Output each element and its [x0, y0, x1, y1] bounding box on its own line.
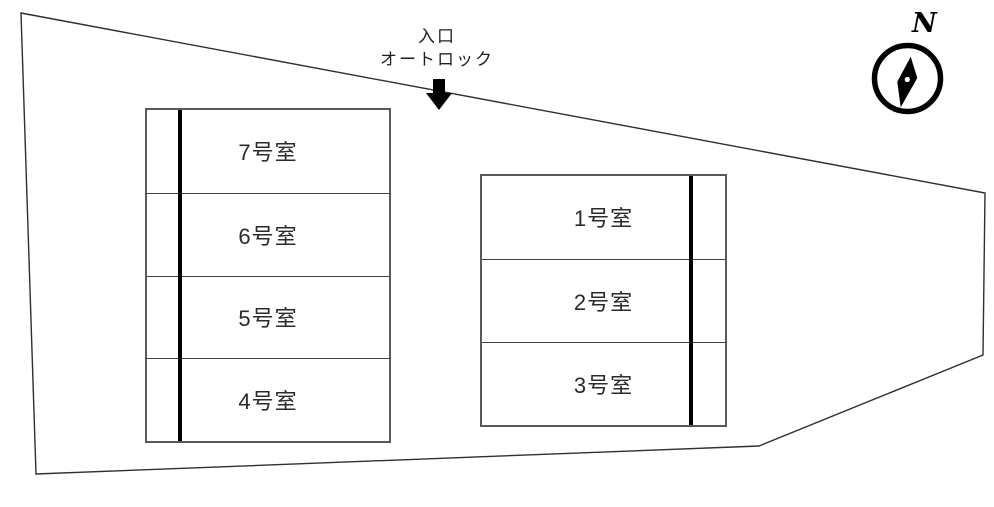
entrance-label: 入口 オートロック — [327, 25, 547, 71]
compass-icon — [871, 42, 944, 115]
room-label-7: 7号室 — [238, 140, 298, 166]
compass-ring — [871, 42, 944, 115]
corridor-partition-line-left — [178, 110, 182, 441]
room-cell-4: 4号室 — [147, 358, 389, 441]
room-label-2: 2号室 — [573, 289, 634, 315]
room-cell-1: 1号室 — [482, 176, 725, 259]
room-label-6: 6号室 — [238, 223, 298, 249]
site-boundary-outline — [20, 12, 986, 475]
room-cell-7: 7号室 — [147, 110, 389, 193]
room-cell-6: 6号室 — [147, 192, 389, 276]
entrance-arrow-icon — [426, 79, 452, 110]
room-cell-3: 3号室 — [482, 341, 725, 425]
room-cell-2: 2号室 — [482, 258, 725, 342]
room-label-3: 3号室 — [573, 372, 634, 398]
compass-needle-pivot — [904, 76, 910, 83]
building-left: 7号室 6号室 5号室 4号室 — [145, 108, 391, 443]
building-right: 1号室 2号室 3号室 — [480, 174, 727, 427]
entrance-label-line2: オートロック — [380, 50, 494, 69]
room-label-1: 1号室 — [573, 206, 634, 232]
compass-north-label: N — [912, 8, 937, 39]
entrance-label-line1: 入口 — [418, 27, 456, 46]
room-cell-5: 5号室 — [147, 275, 389, 359]
room-label-4: 4号室 — [238, 389, 298, 415]
room-label-5: 5号室 — [238, 306, 298, 332]
corridor-partition-line-right — [689, 176, 693, 425]
